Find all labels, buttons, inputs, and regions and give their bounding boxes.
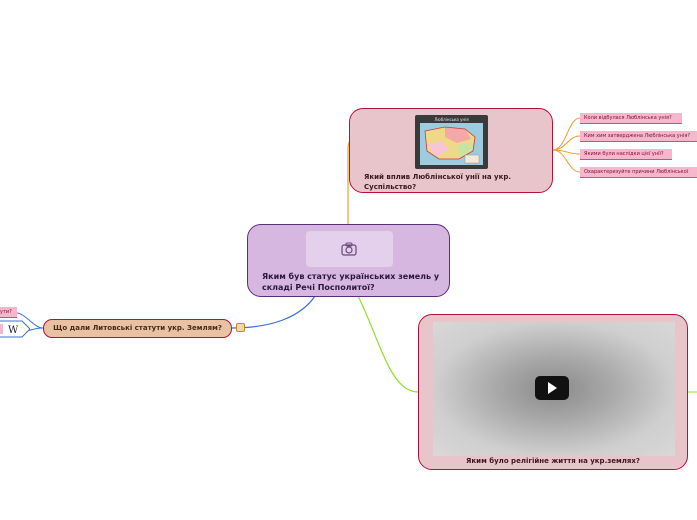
wikipedia-link-icon[interactable]: W [0, 320, 30, 338]
central-topic-title: Яким був статус українських земель у скл… [262, 272, 440, 292]
video-thumbnail[interactable] [433, 322, 675, 456]
religion-title: Яким було релігійне життя на укр.землях? [466, 457, 640, 465]
link-lytovski-left2 [16, 312, 44, 329]
link-central-religion [357, 295, 419, 393]
subtopic-lytovski-partial[interactable]: ути? [0, 307, 17, 318]
subtopic-lublin-1[interactable]: Коли відбулася Люблінська унія? [580, 113, 682, 124]
subtopic-lublin-3[interactable]: Якими були наслідки цієї унії? [580, 149, 672, 160]
image-placeholder[interactable] [306, 231, 393, 267]
subtopic-lublin-4[interactable]: Охарактеризуйте причини Люблінської [580, 167, 697, 178]
lublin-map-image: Люблінська унія [415, 115, 488, 169]
play-icon [548, 382, 557, 394]
wiki-letter: W [8, 325, 19, 336]
map-title: Люблінська унія [434, 117, 469, 122]
branch-lublin[interactable]: Люблінська унія Який вплив Люблінської у… [349, 108, 553, 193]
branch-religion[interactable]: Яким було релігійне життя на укр.землях? [418, 314, 688, 470]
central-topic[interactable]: Яким був статус українських земель у скл… [247, 224, 450, 297]
play-button[interactable] [535, 376, 569, 400]
link-lublin-sub2 [552, 135, 581, 151]
camera-icon [341, 242, 357, 256]
branch-lytovski-statuty[interactable]: Що дали Литовські статути укр. Землям? [43, 319, 232, 338]
lytovski-title: Що дали Литовські статути укр. Землям? [53, 324, 222, 332]
map-drawing [420, 123, 483, 165]
subtopic-lublin-2[interactable]: Ким хим затверджена Люблінська унія? [580, 131, 697, 142]
lublin-title: Який вплив Люблінської унії на укр. Сусп… [364, 173, 512, 191]
note-icon[interactable] [236, 323, 245, 332]
link-lublin-sub1 [552, 117, 581, 151]
link-lublin-sub4 [552, 149, 581, 173]
